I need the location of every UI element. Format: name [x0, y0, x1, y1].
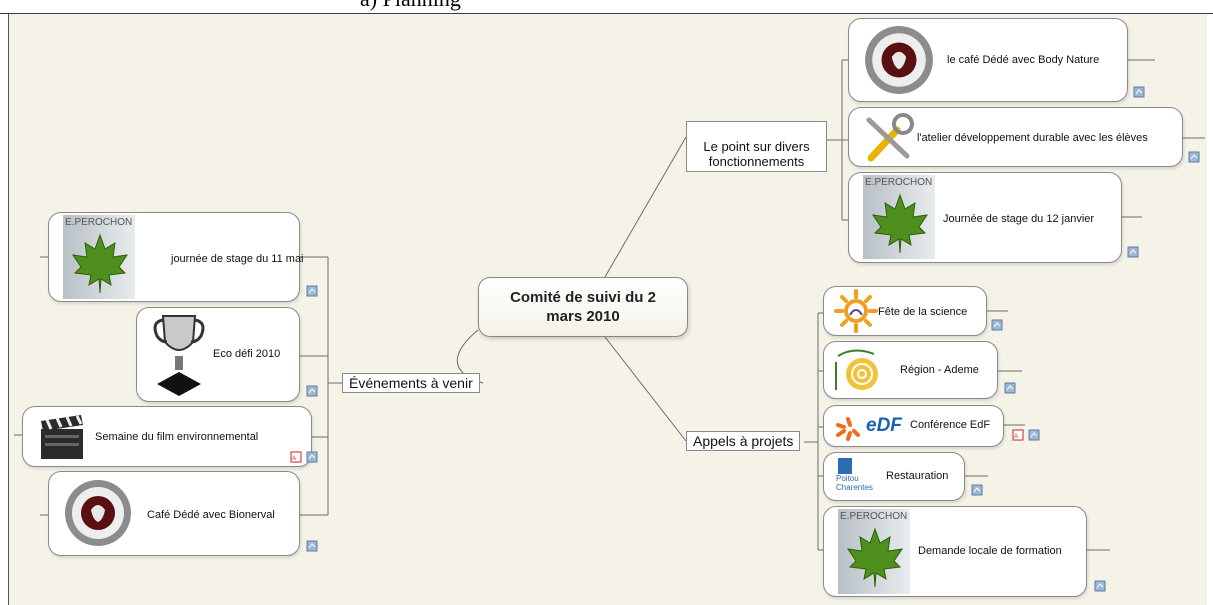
branch-fonctionnements-label: Le point sur divers fonctionnements [703, 139, 810, 169]
topic-label: Semaine du film environnemental [95, 431, 259, 443]
topic-atelier-developpement-durable[interactable]: l'atelier développement durable avec les… [848, 107, 1183, 167]
topic-label: le café Dédé avec Body Nature [947, 54, 1100, 66]
poitou-logo-text: Poitou Charentes [836, 474, 873, 492]
perochon-logo-text: E.PEROCHON [65, 217, 133, 228]
sun-icon [834, 289, 878, 333]
branch-point-fonctionnements[interactable]: Le point sur divers fonctionnements [686, 121, 827, 172]
perochon-logo-image: E.PEROCHON [63, 215, 135, 299]
trophy-icon [153, 315, 205, 396]
topic-label: Fête de la science [878, 306, 968, 318]
pdf-attachment-icon[interactable]: A [1012, 429, 1024, 441]
topic-demande-locale-formation[interactable]: E.PEROCHON Demande locale de formation [823, 506, 1087, 597]
topic-label: journée de stage du 11 mai [171, 253, 304, 265]
topic-label: Eco défi 2010 [213, 348, 281, 360]
note-icon[interactable] [306, 451, 318, 463]
coffee-cup-icon [865, 26, 933, 94]
connector-central-fonctionnements [604, 136, 687, 278]
topic-label: Restauration [886, 470, 949, 482]
branch-evenements-label: Événements à venir [349, 375, 473, 391]
edf-burst-icon [836, 417, 860, 441]
maple-leaf-icon [846, 527, 904, 588]
svg-text:A: A [1014, 434, 1018, 440]
perochon-logo-image: E.PEROCHON [863, 175, 935, 259]
topic-journee-stage-12-janvier[interactable]: E.PEROCHON Journée de stage du 12 janvie… [848, 172, 1122, 263]
topic-fete-de-la-science[interactable]: Fête de la science [823, 286, 987, 336]
topic-label: Conférence EdF [910, 419, 991, 431]
svg-text:A: A [292, 456, 296, 462]
region-ademe-logo-icon [835, 349, 878, 390]
connector-central-appels [604, 336, 687, 442]
topic-label: l'atelier développement durable avec les… [917, 132, 1148, 144]
note-icon[interactable] [971, 484, 983, 496]
window-top-strip: a) Planning [0, 0, 1213, 14]
topic-cafe-dede-bionerval[interactable]: Café Dédé avec Bionerval [48, 471, 300, 556]
tools-icon [866, 113, 914, 162]
note-icon[interactable] [1094, 580, 1106, 592]
topic-label: Demande locale de formation [918, 545, 1062, 557]
topic-conference-edf[interactable]: eDF Conférence EdF [823, 405, 1004, 447]
topic-label: Région - Ademe [900, 364, 979, 376]
topic-semaine-film-environnemental[interactable]: Semaine du film environnemental [22, 406, 312, 467]
connector-fonctionnements-bracket [827, 60, 843, 220]
maple-leaf-icon [71, 233, 129, 294]
note-icon[interactable] [306, 385, 318, 397]
perochon-logo-text: E.PEROCHON [840, 511, 908, 522]
edf-logo-text: eDF [866, 415, 902, 436]
note-icon[interactable] [1004, 382, 1016, 394]
perochon-logo-image: E.PEROCHON [838, 509, 910, 594]
central-topic[interactable]: Comité de suivi du 2 mars 2010 [478, 277, 688, 337]
note-icon[interactable] [1028, 429, 1040, 441]
coffee-cup-icon [65, 480, 131, 546]
perochon-logo-text: E.PEROCHON [865, 177, 933, 188]
poitou-charentes-logo: Poitou Charentes [836, 458, 876, 496]
branch-appels-a-projets[interactable]: Appels à projets [686, 431, 801, 451]
note-icon[interactable] [306, 540, 318, 552]
note-icon[interactable] [1127, 246, 1139, 258]
pdf-attachment-icon[interactable]: A [290, 451, 302, 463]
note-icon[interactable] [1188, 151, 1200, 163]
topic-region-ademe[interactable]: Région - Ademe [823, 341, 998, 399]
topic-label: Café Dédé avec Bionerval [147, 509, 275, 521]
clapperboard-icon [41, 415, 83, 459]
topic-cafe-dede-body-nature[interactable]: le café Dédé avec Body Nature [848, 18, 1128, 102]
note-icon[interactable] [306, 285, 318, 297]
poitou-logo-mark [838, 458, 852, 474]
branch-appels-label: Appels à projets [693, 433, 794, 449]
note-icon[interactable] [1133, 86, 1145, 98]
connector-evenements-bracket [327, 257, 343, 515]
header-fragment: a) Planning [360, 0, 461, 12]
note-icon[interactable] [991, 319, 1003, 331]
branch-evenements-a-venir[interactable]: Événements à venir [342, 373, 480, 393]
topic-label: Journée de stage du 12 janvier [943, 213, 1095, 225]
topic-restauration[interactable]: Poitou Charentes Restauration [823, 452, 965, 501]
maple-leaf-icon [871, 193, 929, 254]
topic-journee-stage-11-mai[interactable]: E.PEROCHON journée de stage du 11 mai [48, 212, 304, 302]
topic-eco-defi-2010[interactable]: Eco défi 2010 [136, 307, 300, 402]
connector-appels-bracket [804, 313, 819, 550]
central-topic-label: Comité de suivi du 2 mars 2010 [510, 289, 656, 325]
